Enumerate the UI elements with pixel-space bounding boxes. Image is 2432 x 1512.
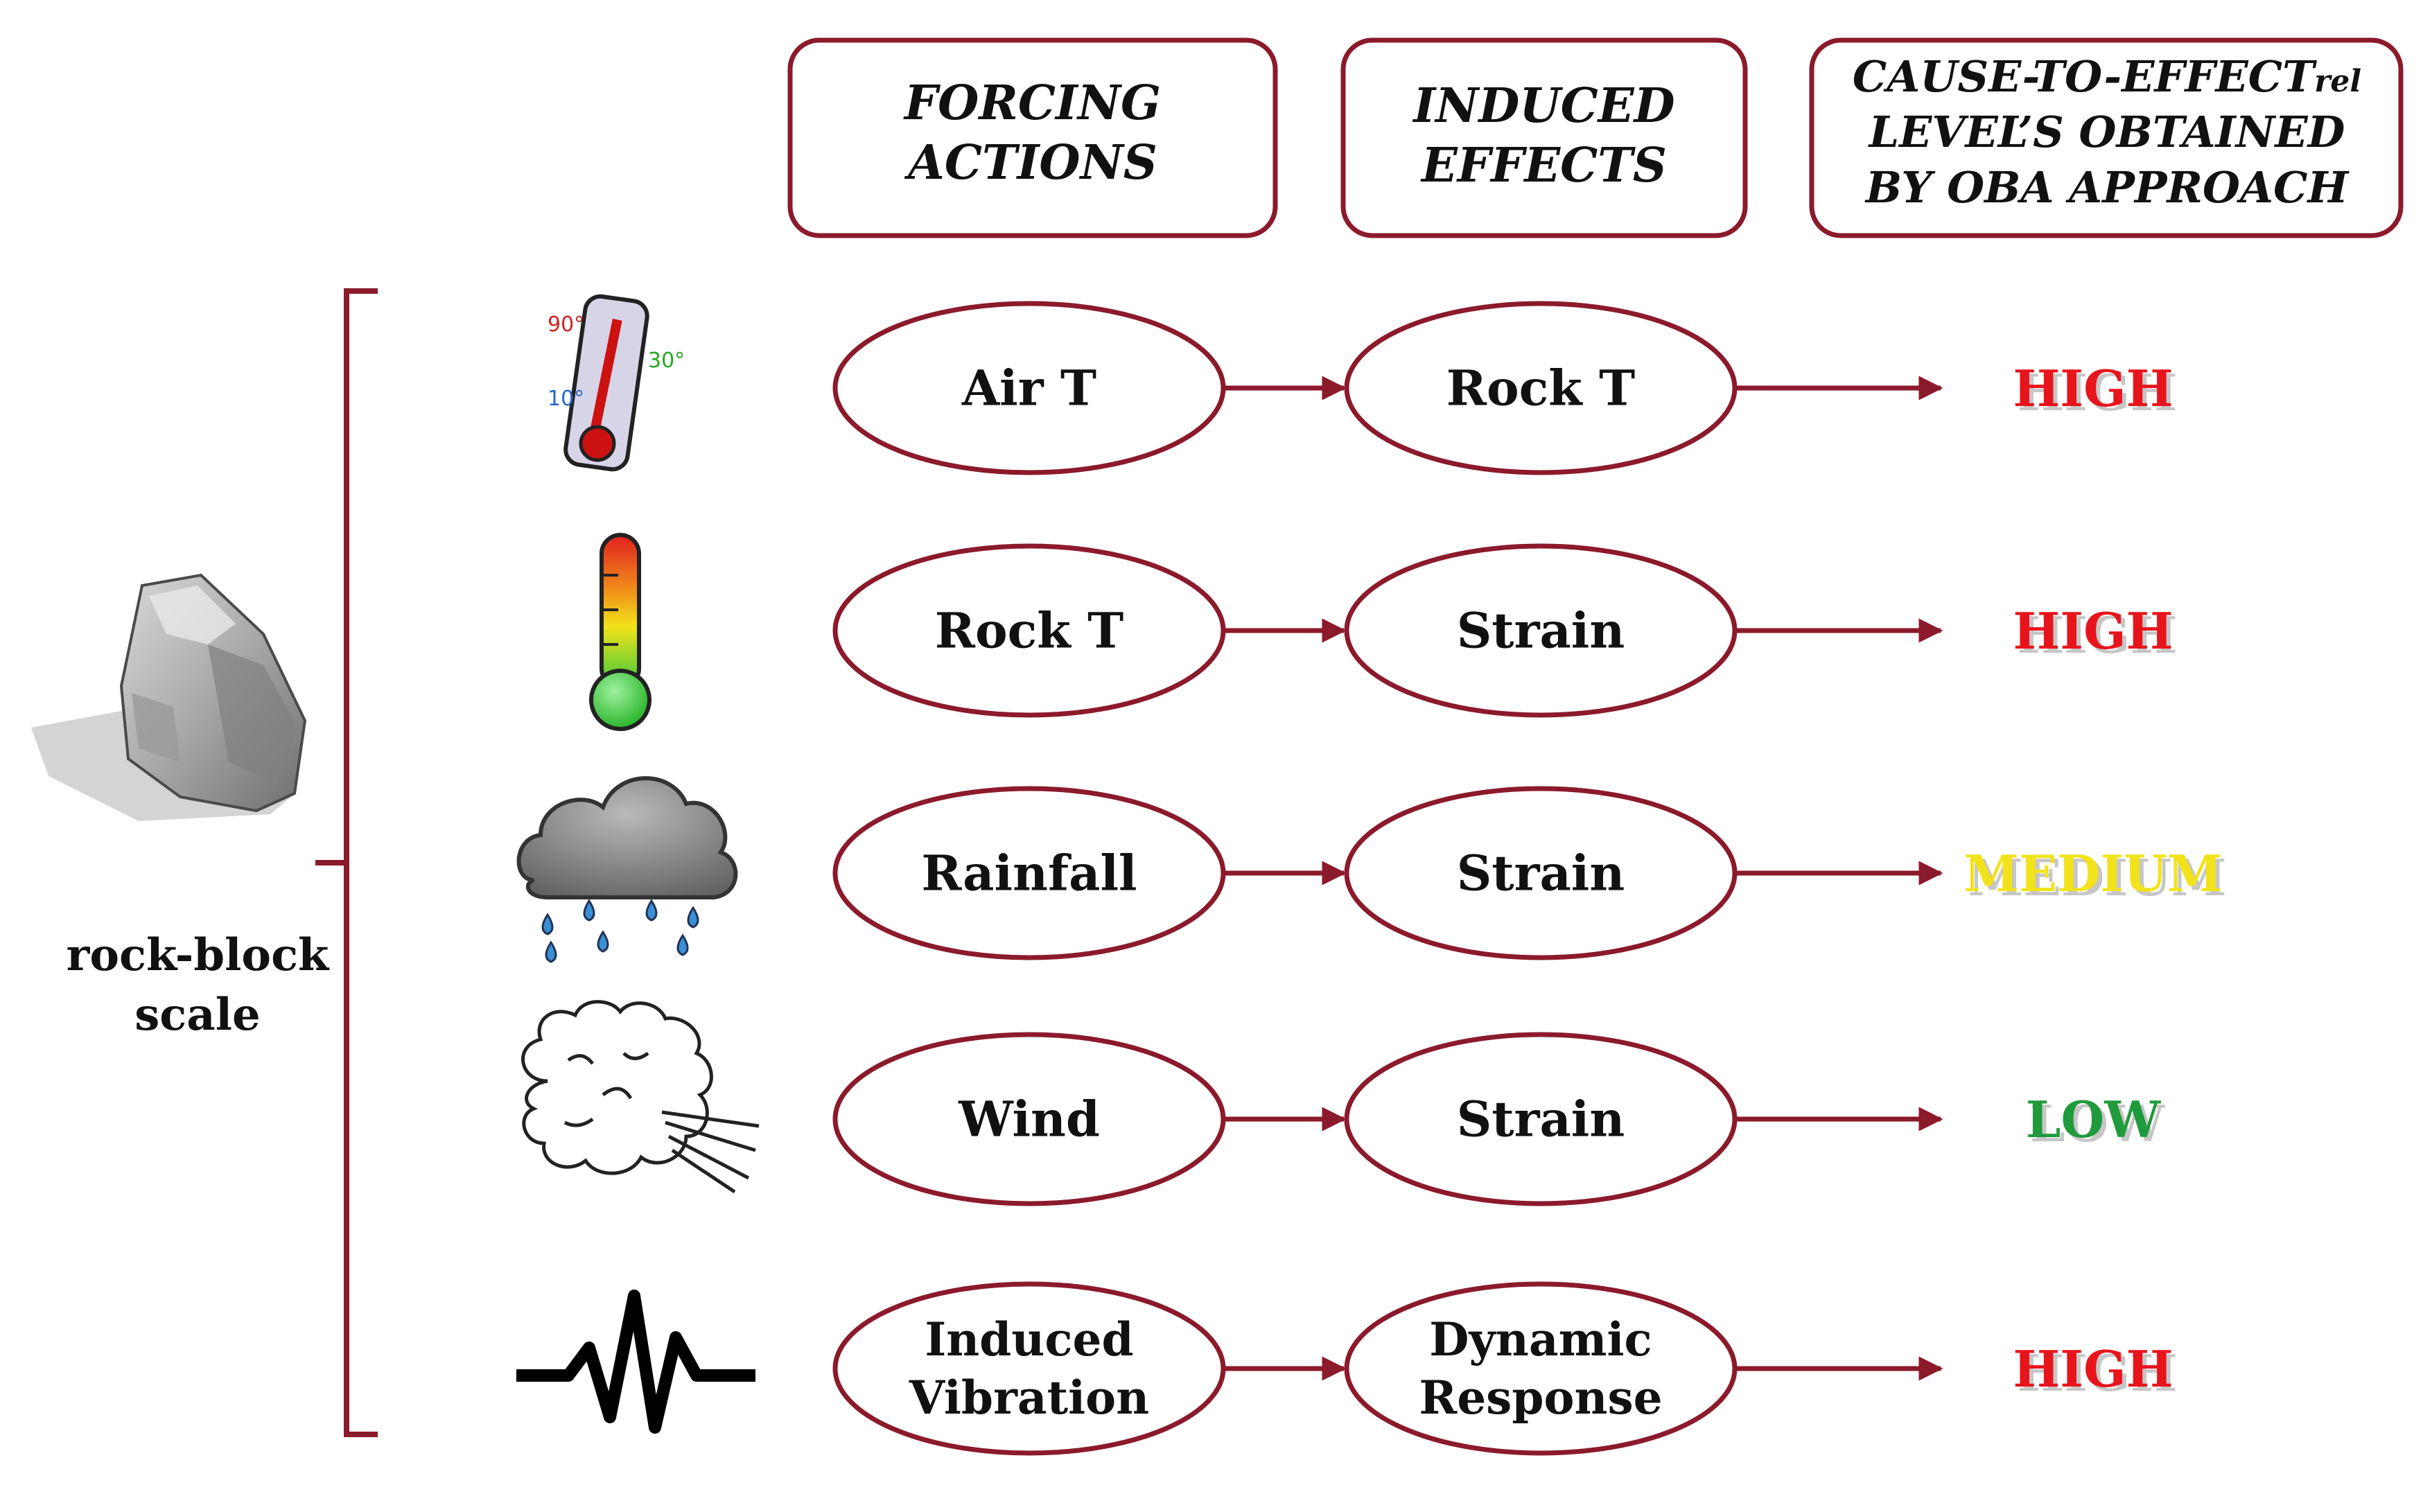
header-cause-to-effect: CAUSE-TO-EFFECTrel LEVEL’S OBTAINED BY O… (1809, 37, 2404, 238)
effect-node (1344, 1281, 1738, 1456)
level-shadow: LOW (2030, 1094, 2165, 1153)
cause-label-line1: Air T (961, 360, 1096, 417)
effect-label-line2: Response (1419, 1371, 1662, 1425)
scale-label-line2: scale (134, 989, 261, 1041)
header-forcing-line2: ACTIONS (904, 135, 1157, 191)
effect-label-line1: Strain (1457, 602, 1625, 660)
wind-cloud-icon (521, 1000, 760, 1194)
effect-label-line1: Rock T (1446, 360, 1635, 417)
thermo-mark-30: 30° (648, 349, 685, 373)
thermo-mark-90: 90° (548, 313, 584, 337)
cause-label-line1: Rainfall (921, 845, 1137, 902)
level-label: MEDIUM (1963, 844, 2222, 903)
level-shadow: MEDIUM (1968, 848, 2226, 907)
header-cause-line3: BY OBA APPROACH (1864, 162, 2350, 213)
cause-label-line1: Rock T (935, 602, 1123, 660)
level-label: HIGH (2013, 601, 2173, 660)
header-induced-line2: EFFECTS (1420, 138, 1667, 193)
header-cause-line2: LEVEL’S OBTAINED (1868, 107, 2345, 157)
level-shadow: HIGH (2017, 363, 2177, 422)
effect-label-line1: Strain (1457, 1091, 1625, 1148)
level-label: HIGH (2013, 359, 2173, 418)
cause-node (832, 1281, 1226, 1456)
scale-bracket (315, 288, 378, 1437)
rain-cloud-icon (516, 776, 738, 963)
thermometer-cartoon-icon: 90° 30° 10° (548, 294, 685, 472)
effect-label-line1: Strain (1457, 845, 1625, 902)
cause-label-line1: Induced (925, 1312, 1133, 1366)
cause-label-line2: Vibration (909, 1371, 1149, 1425)
header-induced-line1: INDUCED (1412, 78, 1674, 134)
header-induced-effects: INDUCED EFFECTS (1340, 37, 1748, 238)
thermo-mark-10: 10° (548, 387, 584, 411)
header-forcing-line1: FORCING (903, 76, 1161, 131)
header-forcing-actions: FORCING ACTIONS (787, 37, 1278, 238)
vibration-waveform-icon (516, 1290, 755, 1434)
scale-label-line1: rock-block (67, 929, 330, 981)
level-label: HIGH (2013, 1339, 2173, 1398)
level-label: LOW (2026, 1090, 2161, 1149)
header-cause-line1: CAUSE-TO-EFFECTrel (1853, 51, 2361, 102)
thermometer-gradient-icon (589, 533, 651, 731)
rock-block-icon (31, 573, 307, 821)
cause-label-line1: Wind (958, 1091, 1100, 1148)
level-shadow: HIGH (2017, 606, 2177, 665)
effect-label-line1: Dynamic (1429, 1312, 1652, 1366)
level-shadow: HIGH (2017, 1344, 2177, 1403)
